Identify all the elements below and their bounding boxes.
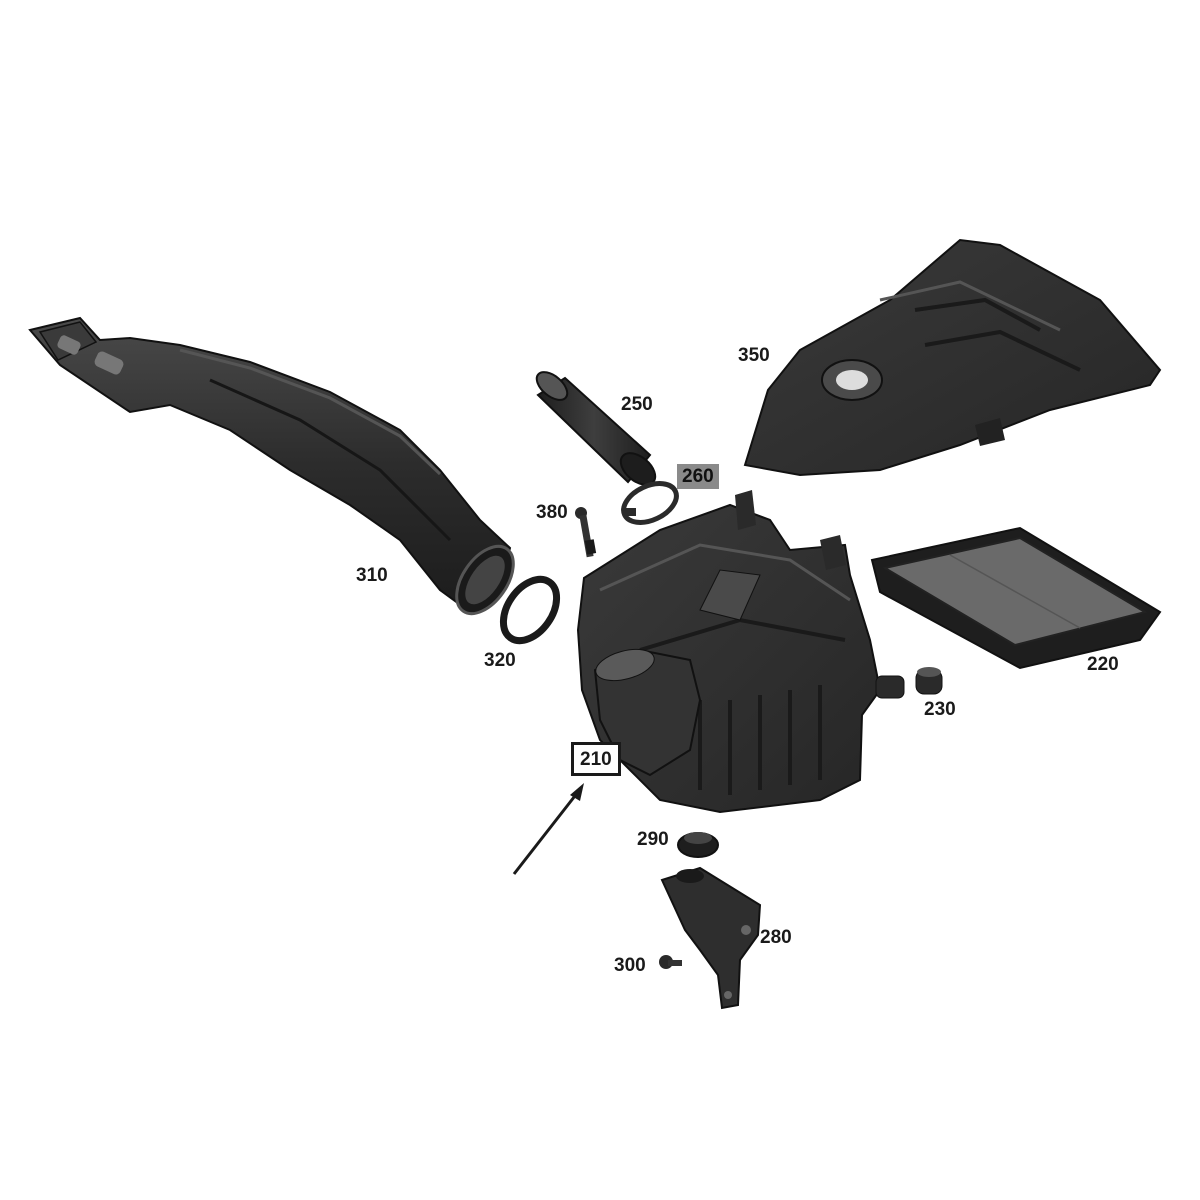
engine-cover-350 [743, 238, 1162, 477]
air-filter-housing-210 [576, 490, 905, 814]
bracket-280 [660, 866, 762, 1010]
o-ring-320 [499, 575, 561, 645]
callout-250: 250 [621, 394, 653, 415]
grommet-230 [915, 667, 943, 695]
rubber-cap-290 [677, 832, 719, 858]
callout-230: 230 [924, 699, 956, 720]
callout-260: 260 [677, 464, 719, 489]
callout-310: 310 [356, 565, 388, 586]
callout-350: 350 [738, 345, 770, 366]
clamp-260 [621, 481, 679, 525]
screw-300 [659, 955, 682, 969]
callout-300: 300 [614, 955, 646, 976]
callout-280: 280 [760, 927, 792, 948]
leader-arrow-210 [512, 783, 584, 875]
callout-210: 210 [571, 742, 621, 776]
air-filter-element-220 [870, 526, 1162, 670]
intake-duct-310 [28, 316, 515, 616]
callout-290: 290 [637, 829, 669, 850]
callout-220: 220 [1087, 654, 1119, 675]
bolt-380 [575, 507, 597, 558]
callout-320: 320 [484, 650, 516, 671]
hose-250 [535, 371, 657, 486]
callout-380: 380 [536, 502, 568, 523]
